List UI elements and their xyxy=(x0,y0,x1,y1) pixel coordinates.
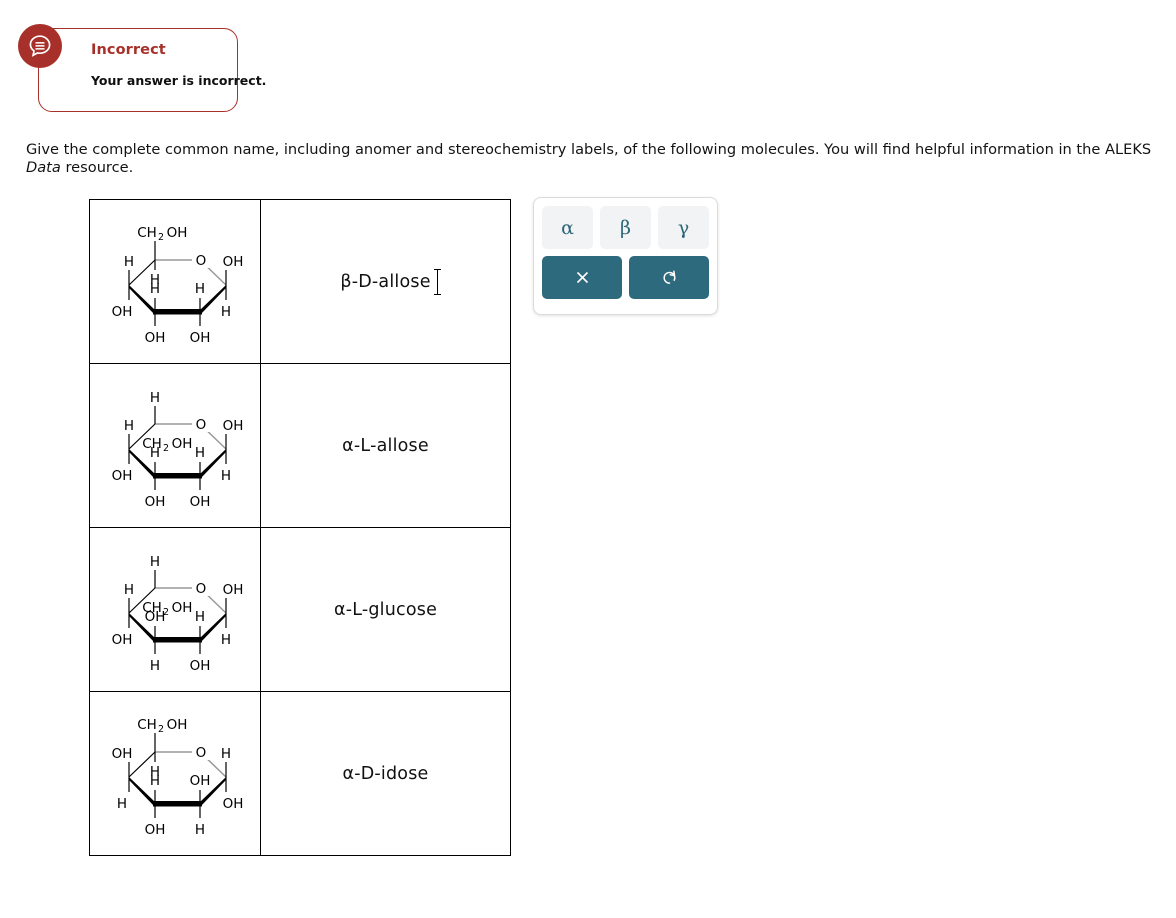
c2-up-label: H xyxy=(195,281,205,297)
structure-cell: O CH 2 OH H OH H H OH xyxy=(89,691,261,856)
ring-oxygen-label: O xyxy=(196,253,207,269)
ring-oxygen-label: O xyxy=(196,745,207,761)
molecule-answer-table: O CH 2 OH H H OH H xyxy=(89,199,511,856)
c3-up-label: H xyxy=(150,281,160,297)
c5-down-sub: 2 xyxy=(163,607,169,618)
c3-up-label: H xyxy=(150,445,160,461)
c5-up-label: H xyxy=(150,390,160,406)
c3-down-label: OH xyxy=(145,494,166,510)
answer-cell[interactable]: α-D-idose xyxy=(260,691,511,856)
speech-bubble-icon xyxy=(18,24,62,68)
undo-button[interactable] xyxy=(629,256,709,299)
c5-down-label: CH xyxy=(142,600,162,616)
c2-down-label: H xyxy=(195,822,205,838)
beta-button[interactable]: β xyxy=(600,206,651,249)
ring-oxygen-label: O xyxy=(196,581,207,597)
structure-cell: O H CH 2 OH H OH H OH xyxy=(89,363,261,528)
c1-down-label: OH xyxy=(223,796,244,812)
c4-up-label: OH xyxy=(112,746,133,762)
feedback-alert-title: Incorrect xyxy=(91,42,166,58)
ring-oxygen-label: O xyxy=(196,417,207,433)
prompt-emphasis-data: Data xyxy=(26,159,61,177)
prompt-text-part1: Give the complete common name, including… xyxy=(26,141,1152,158)
answer-value[interactable]: α-L-glucose xyxy=(334,600,437,620)
structure-cell: O CH 2 OH H H OH H xyxy=(89,199,261,364)
answer-label: β-D-allose xyxy=(340,271,431,292)
c4-up-label: H xyxy=(124,418,134,434)
c2-up-label: OH xyxy=(190,773,211,789)
answer-value[interactable]: α-D-idose xyxy=(342,764,428,784)
c5-down-sub: 2 xyxy=(163,443,169,454)
c3-up-label: H xyxy=(150,773,160,789)
text-caret xyxy=(433,268,441,295)
c1-up-label: OH xyxy=(223,582,244,598)
answer-label: α-L-allose xyxy=(342,435,429,456)
answer-cell[interactable]: α-L-allose xyxy=(260,363,511,528)
table-row: O CH 2 OH H OH H H OH xyxy=(89,691,511,856)
feedback-alert-box: Incorrect Your answer is incorrect. xyxy=(38,28,267,112)
haworth-structure-4: O CH 2 OH H OH H H OH xyxy=(112,717,244,838)
c4-down-label: OH xyxy=(112,632,133,648)
c3-up-label: OH xyxy=(145,609,166,625)
close-icon xyxy=(576,271,588,284)
c1-down-label: H xyxy=(221,632,231,648)
feedback-alert-message: Your answer is incorrect. xyxy=(91,73,267,88)
gamma-button[interactable]: γ xyxy=(658,206,709,249)
symbol-palette: α β γ xyxy=(533,197,718,315)
answer-value[interactable]: β-D-allose xyxy=(340,268,441,295)
haworth-structure-1: O CH 2 OH H H OH H xyxy=(112,225,244,346)
c3-down-label: OH xyxy=(145,330,166,346)
alpha-button[interactable]: α xyxy=(542,206,593,249)
c3-down-label: OH xyxy=(145,822,166,838)
c4-up-label: H xyxy=(124,254,134,270)
c5-down-tail: OH xyxy=(172,600,193,616)
c1-up-label: H xyxy=(221,746,231,762)
c5-down-label: CH xyxy=(142,436,162,452)
answer-cell[interactable]: α-L-glucose xyxy=(260,527,511,692)
c2-up-label: H xyxy=(195,445,205,461)
c5-up-tail: OH xyxy=(167,225,188,241)
c4-down-label: OH xyxy=(112,468,133,484)
c1-down-label: H xyxy=(221,468,231,484)
c5-down-label: H xyxy=(150,272,160,288)
answer-label: α-L-glucose xyxy=(333,599,438,620)
question-prompt: Give the complete common name, including… xyxy=(26,141,1156,177)
clear-button[interactable] xyxy=(542,256,622,299)
table-row: O H CH 2 OH H OH H OH xyxy=(89,363,511,528)
table-row: O H CH 2 OH H OH OH H xyxy=(89,527,511,692)
c3-down-label: H xyxy=(150,658,160,674)
action-row xyxy=(542,256,709,299)
c4-down-label: OH xyxy=(112,304,133,320)
c5-down-tail: OH xyxy=(172,436,193,452)
c2-down-label: OH xyxy=(190,494,211,510)
answer-label: α-D-idose xyxy=(342,763,429,784)
c5-up-label: CH xyxy=(137,225,157,241)
undo-icon xyxy=(662,270,675,284)
c4-down-label: H xyxy=(117,796,127,812)
c2-down-label: OH xyxy=(190,658,211,674)
answer-value[interactable]: α-L-allose xyxy=(342,436,429,456)
c5-up-tail: OH xyxy=(167,717,188,733)
c1-down-label: H xyxy=(221,304,231,320)
prompt-text-part2: resource. xyxy=(60,159,134,177)
table-row: O CH 2 OH H H OH H xyxy=(89,199,511,364)
haworth-structure-2: O H CH 2 OH H OH H OH xyxy=(112,390,244,510)
c5-up-label: H xyxy=(150,554,160,570)
answer-cell[interactable]: β-D-allose xyxy=(260,199,511,364)
c5-up-sub: 2 xyxy=(158,232,164,243)
c4-up-label: H xyxy=(124,582,134,598)
c5-up-label: CH xyxy=(137,717,157,733)
c2-up-label: H xyxy=(195,609,205,625)
structure-cell: O H CH 2 OH H OH OH H xyxy=(89,527,261,692)
c5-up-sub: 2 xyxy=(158,724,164,735)
c1-up-label: OH xyxy=(223,254,244,270)
greek-letter-row: α β γ xyxy=(542,206,709,249)
c2-down-label: OH xyxy=(190,330,211,346)
c1-up-label: OH xyxy=(223,418,244,434)
c5-down-label: H xyxy=(150,764,160,780)
haworth-structure-3: O H CH 2 OH H OH OH H xyxy=(112,554,244,674)
